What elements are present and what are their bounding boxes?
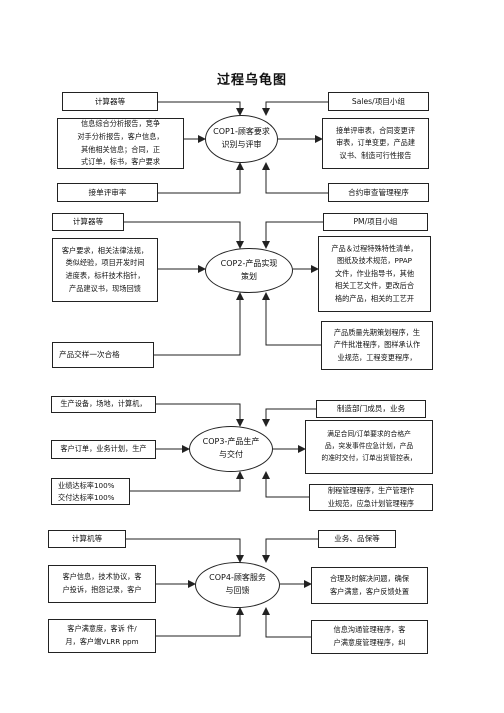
- core-process-3: COP3-产品生产 与交付: [189, 426, 273, 472]
- inputs-box-4: 客户信息，技术协议，客 户投诉，抱怨记录，客户: [48, 565, 156, 603]
- inputs-box-2: 客户要求，相关法律法规， 类似经验，项目开发时间 进度表，标杆技术指针， 产品建…: [52, 238, 158, 302]
- measures-box-3: 业绩达标率100% 交付达标率100%: [51, 478, 130, 505]
- personnel-box-4: 业务、品保等: [318, 530, 396, 548]
- measures-box-2: 产品交样一次合格: [52, 342, 154, 368]
- personnel-box-2: PM/项目小组: [323, 213, 428, 231]
- procedures-box-2: 产品质量先期策划程序，生 产件批准程序，图样承认作 业规范，工程变更程序，: [321, 321, 433, 370]
- personnel-box-1: Sales/项目小组: [328, 92, 429, 111]
- procedures-box-3: 制程管理程序，生产管理作 业规范，应急计划管理程序: [309, 484, 433, 511]
- outputs-box-2: 产品＆过程特殊特性清单， 图纸及技术规范，PPAP 文件，作业指导书，其他 相关…: [318, 236, 431, 312]
- personnel-box-3: 制造部门成员，业务: [316, 400, 426, 418]
- measures-box-1: 接单评审率: [57, 183, 158, 202]
- section-2-connectors: [124, 221, 323, 356]
- resources-box-2: 计算器等: [52, 213, 124, 231]
- resources-box-4: 计算机等: [48, 530, 126, 548]
- core-process-2: COP2-产品实现 策划: [205, 248, 293, 293]
- outputs-box-4: 合理及时解决问题，确保 客户满意，客户反馈处置: [311, 567, 428, 604]
- procedures-box-1: 合约审查管理程序: [328, 183, 429, 202]
- section-1-connectors: [158, 101, 328, 194]
- inputs-box-1: 信息综合分析报告，竞争 对手分析报告，客户信息， 其他相关信息；合同，正 式订单…: [57, 118, 184, 169]
- core-process-4: COP4-顾客服务 与回馈: [195, 562, 280, 608]
- resources-box-1: 计算器等: [62, 92, 158, 111]
- core-process-1: COP1-顾客要求 识别与评审: [205, 115, 278, 163]
- measures-box-4: 客户满意度，客诉 件/ 月，客户端VLRR ppm: [48, 619, 156, 653]
- resources-box-3: 生产设备，场地，计算机，: [51, 396, 156, 413]
- outputs-box-3: 满足合同/订单要求的合格产 品，突发事件应急计划，产品 的准时交付，订单出货管控…: [305, 420, 433, 474]
- section-3-connectors: [130, 403, 316, 498]
- page-title: 过程乌龟图: [216, 73, 287, 88]
- inputs-box-3: 客户订单，业务计划，生产: [51, 440, 156, 459]
- section-4-connectors: [126, 538, 318, 638]
- outputs-box-1: 接单评审表，合同变更评 审表，订单变更，产品建 议书、制造可行性报告: [322, 118, 429, 169]
- procedures-box-4: 信息沟通管理程序，客 户满意度管理程序，纠: [311, 620, 428, 654]
